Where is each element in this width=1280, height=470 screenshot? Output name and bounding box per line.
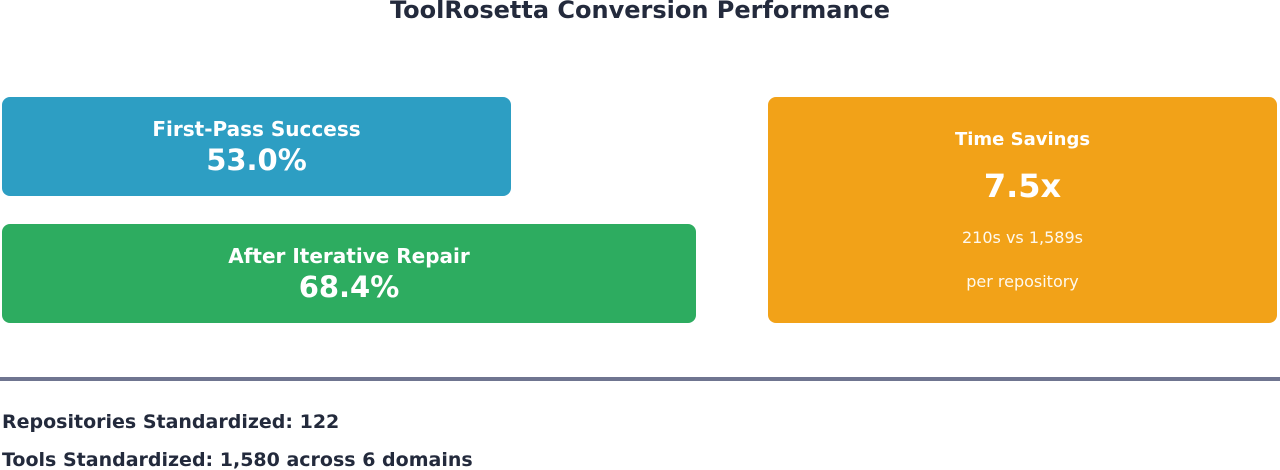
footer-repositories-standardized: Repositories Standardized: 122 xyxy=(2,411,340,433)
chart-title: ToolRosetta Conversion Performance xyxy=(389,0,891,24)
time-savings-value: 7.5x xyxy=(983,167,1062,205)
divider xyxy=(0,377,1280,381)
bar-label: After Iterative Repair xyxy=(228,243,470,268)
bar-value: 53.0% xyxy=(206,142,307,177)
bar-value: 68.4% xyxy=(298,269,400,304)
bar-first-pass-success: First-Pass Success 53.0% xyxy=(2,97,511,196)
time-savings-card: Time Savings 7.5x 210s vs 1,589s per rep… xyxy=(768,97,1277,323)
bar-label: First-Pass Success xyxy=(152,116,361,141)
time-savings-title: Time Savings xyxy=(954,129,1091,150)
time-savings-subdetail: per repository xyxy=(966,272,1079,291)
time-savings-detail: 210s vs 1,589s xyxy=(962,228,1083,247)
bar-after-iterative-repair: After Iterative Repair 68.4% xyxy=(2,224,696,323)
footer-tools-standardized: Tools Standardized: 1,580 across 6 domai… xyxy=(2,449,473,470)
